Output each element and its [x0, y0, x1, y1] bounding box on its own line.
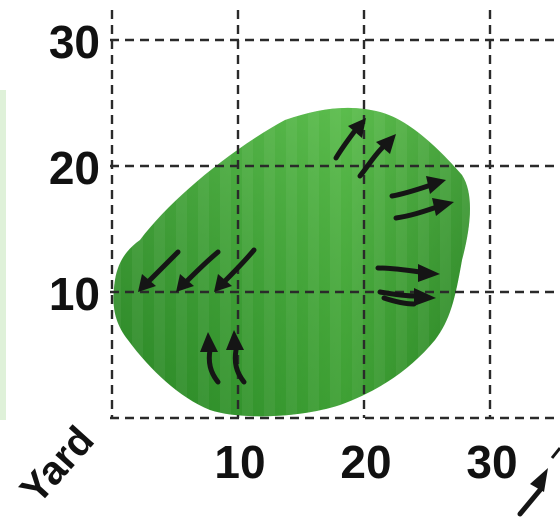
x-tick-30: 30 [466, 436, 517, 488]
slope-arrow-icon [333, 118, 366, 161]
x-tick-20: 20 [340, 436, 391, 488]
x-tick-10: 10 [214, 436, 265, 488]
slope-arrow-icon [138, 249, 181, 292]
slope-arrow-icon [393, 198, 454, 221]
slope-arrow-icon [176, 249, 221, 292]
slope-arrow-icon [381, 295, 417, 307]
slope-arrows [138, 118, 454, 385]
slope-arrow-icon [375, 264, 440, 282]
y-tick-20: 20 [49, 142, 100, 194]
yard-axis-label: Yard [12, 418, 103, 512]
slope-arrow-icon [377, 288, 436, 306]
slope-arrow-icon [357, 134, 396, 179]
slope-arrow-icon [214, 247, 257, 292]
putting-green [113, 107, 470, 417]
cropped-arrow-icon [517, 447, 560, 517]
slope-arrow-icon [226, 330, 247, 385]
y-tick-30: 30 [49, 16, 100, 68]
slope-arrow-icon [389, 176, 446, 199]
edge-glow [0, 90, 6, 420]
y-tick-10: 10 [49, 268, 100, 320]
slope-arrow-icon [200, 332, 221, 385]
grid-lines [110, 10, 556, 420]
